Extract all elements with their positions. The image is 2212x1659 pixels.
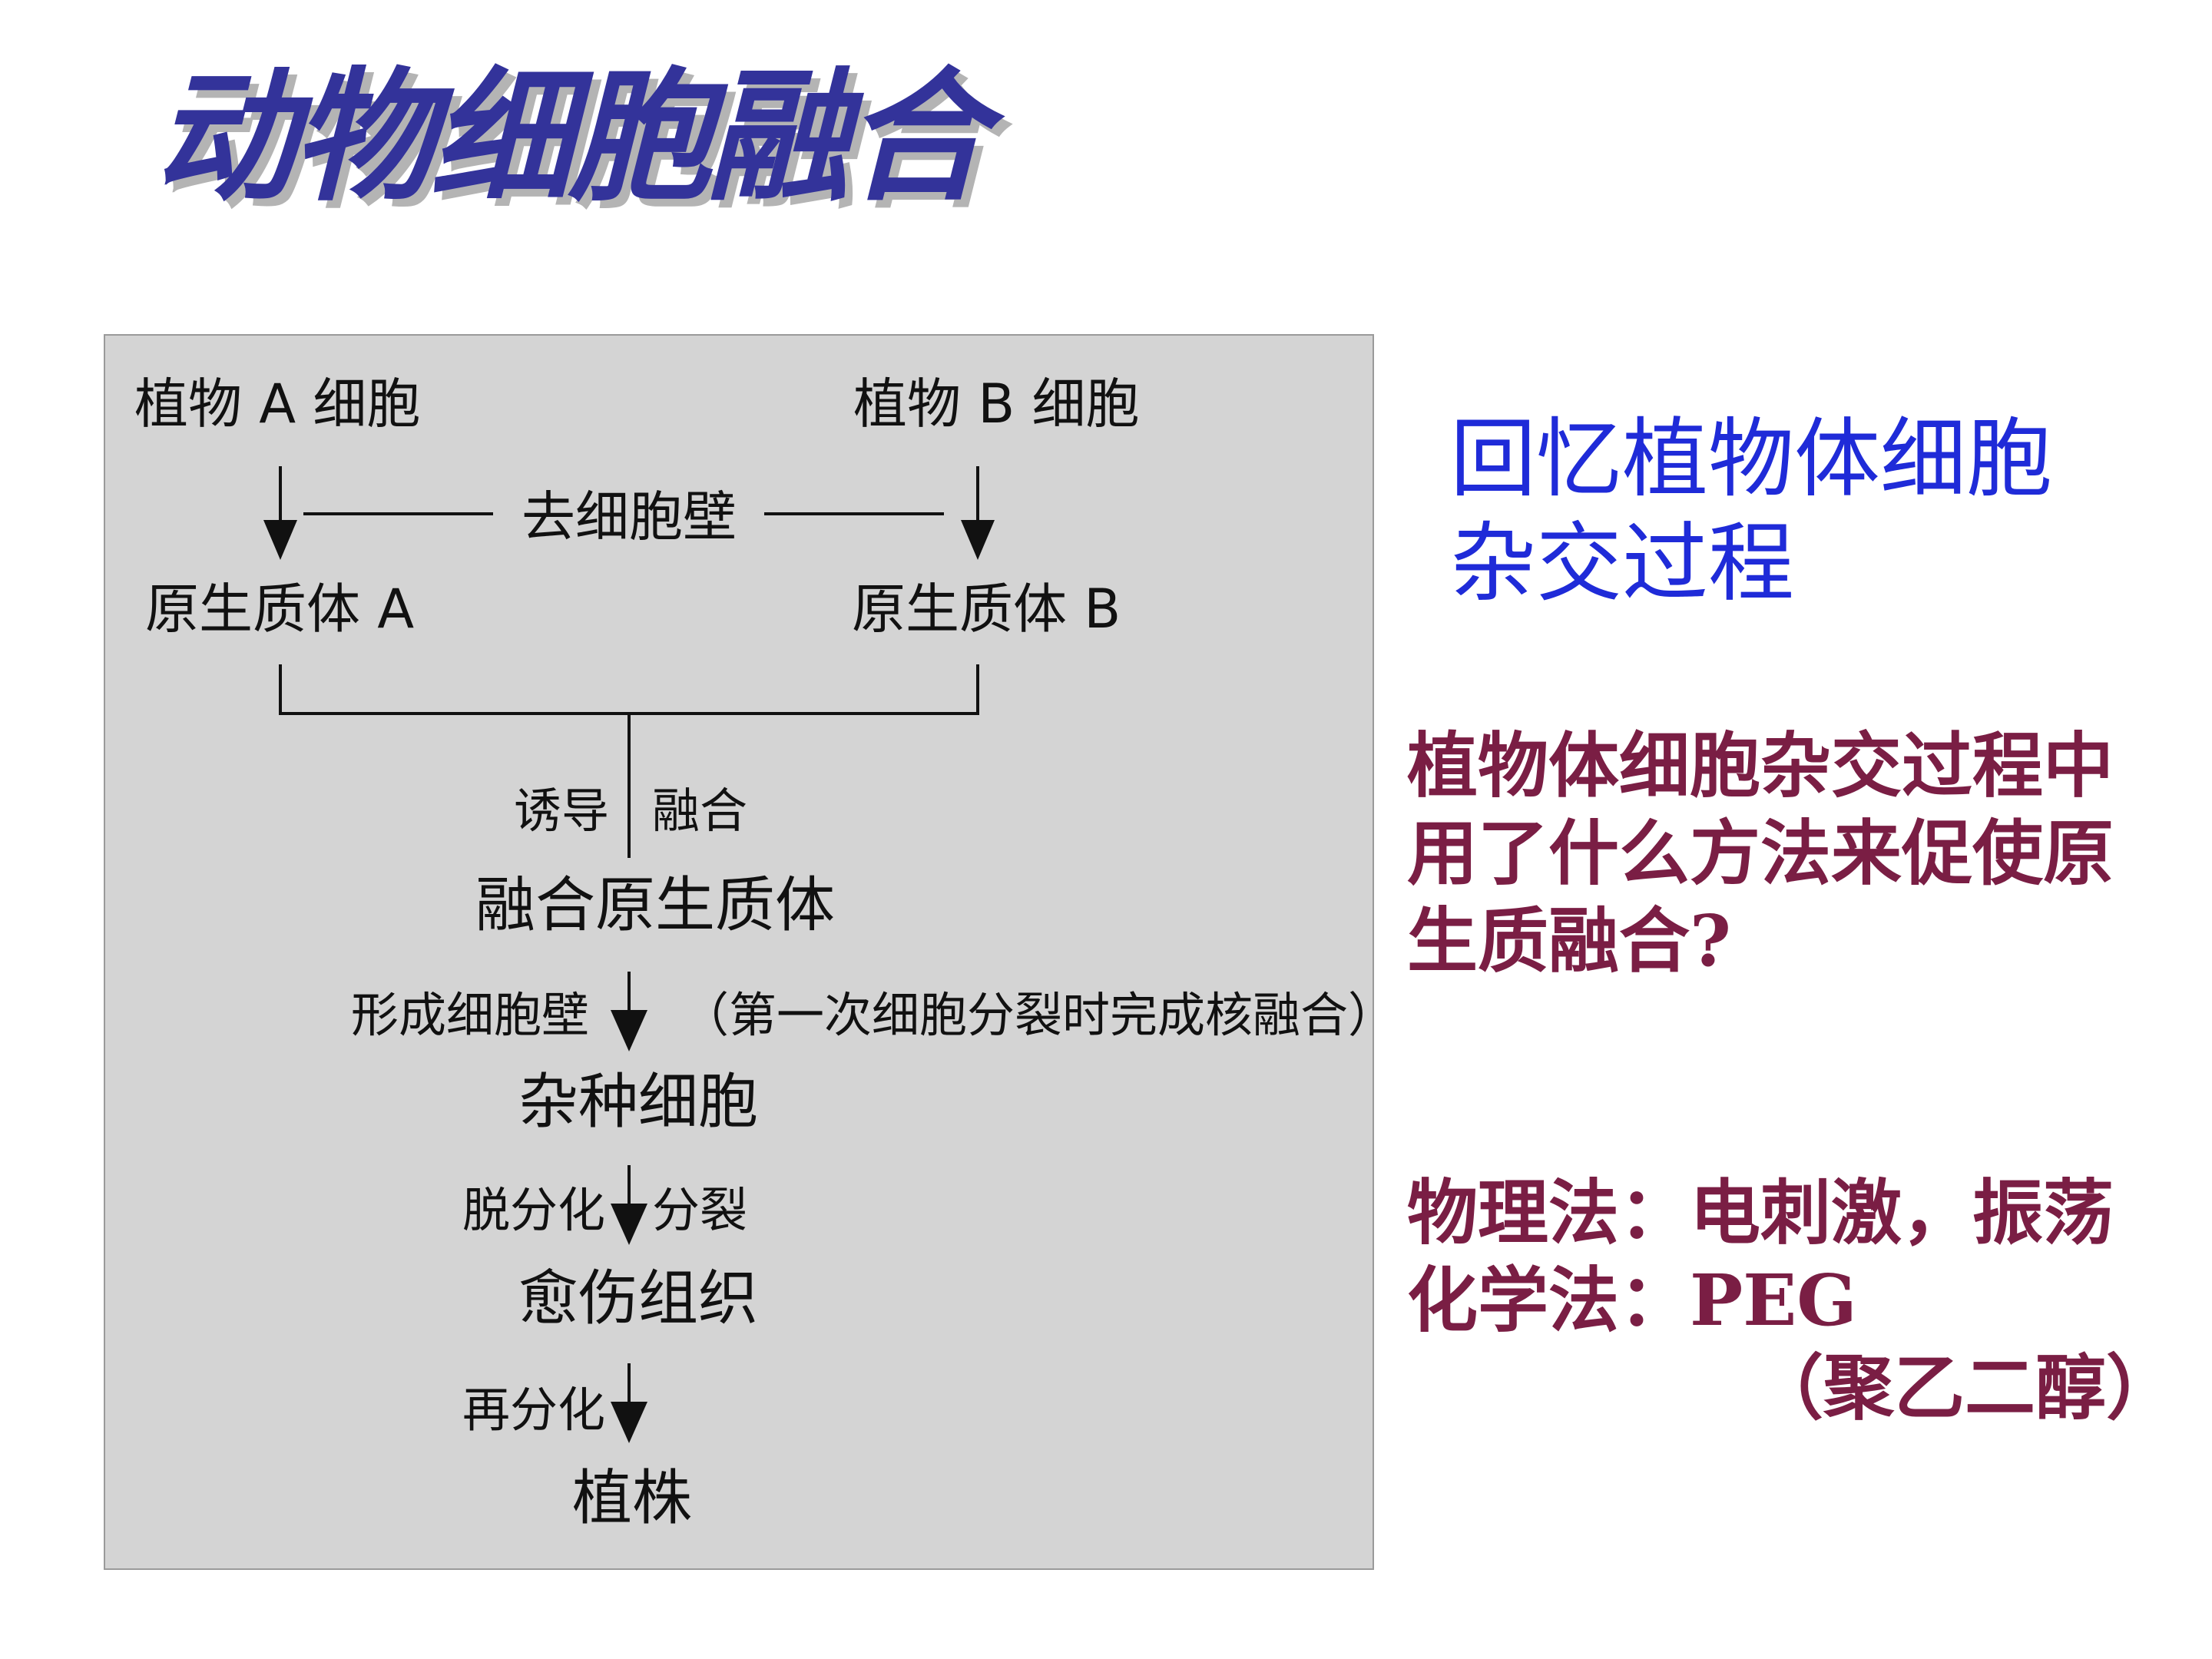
label-nuclear-fusion-note: （第一次细胞分裂时完成核融合）	[681, 987, 1373, 1043]
arrowhead-right	[961, 520, 995, 560]
label-induce: 诱导	[514, 783, 609, 839]
flowchart-panel: 植物 A 细胞 植物 B 细胞 去细胞壁 原生质体 A 原生质体 B 诱导 融合…	[104, 334, 1374, 1570]
label-fused-protoplast: 融合原生质体	[475, 871, 835, 940]
question-line: 植物体细胞杂交过程中	[1407, 724, 2114, 807]
question-line: 用了什么方法来促使原	[1407, 812, 2114, 895]
recall-prompt-line: 杂交过程	[1450, 514, 1794, 614]
label-protoplast-a: 原生质体 A	[145, 578, 414, 641]
arrowhead-left	[263, 520, 297, 560]
label-remove-cell-wall: 去细胞壁	[522, 485, 737, 548]
answer-chemical-method: 化学法：PEG	[1407, 1259, 1857, 1342]
question-line: 生质融合?	[1407, 899, 1731, 982]
label-dedifferentiation: 脱分化	[462, 1182, 605, 1238]
label-fuse: 融合	[652, 783, 747, 839]
recall-prompt-line: 回忆植物体细胞	[1450, 409, 2052, 509]
label-form-cell-wall: 形成细胞壁	[351, 987, 589, 1043]
arrowhead-form-cell-wall	[611, 1010, 647, 1051]
answer-physical-method: 物理法：电刺激，振荡	[1407, 1171, 2114, 1254]
label-protoplast-b: 原生质体 B	[852, 578, 1121, 641]
label-plant-cell-b: 植物 B 细胞	[853, 373, 1140, 435]
label-plantlet: 植株	[572, 1464, 692, 1533]
slide-title: 动物细胞融合	[154, 54, 988, 220]
label-callus: 愈伤组织	[518, 1264, 758, 1333]
label-division: 分裂	[652, 1182, 747, 1238]
answer-block: 物理法：电刺激，振荡 化学法：PEG （聚乙二醇）	[1407, 1169, 2183, 1432]
merge-bracket	[279, 664, 979, 715]
label-plant-cell-a: 植物 A 细胞	[134, 373, 420, 435]
question-text: 植物体细胞杂交过程中 用了什么方法来促使原 生质融合?	[1407, 722, 2183, 985]
arrowhead-dedifferentiation	[611, 1204, 647, 1245]
flowchart-diagram: 植物 A 细胞 植物 B 细胞 去细胞壁 原生质体 A 原生质体 B 诱导 融合…	[134, 373, 1373, 1533]
label-redifferentiation: 再分化	[462, 1382, 605, 1438]
arrowhead-redifferentiation	[611, 1402, 647, 1443]
recall-prompt: 回忆植物体细胞 杂交过程	[1450, 407, 2141, 616]
answer-peg-note: （聚乙二醇）	[1753, 1346, 2177, 1429]
label-hybrid-cell: 杂种细胞	[518, 1068, 758, 1137]
